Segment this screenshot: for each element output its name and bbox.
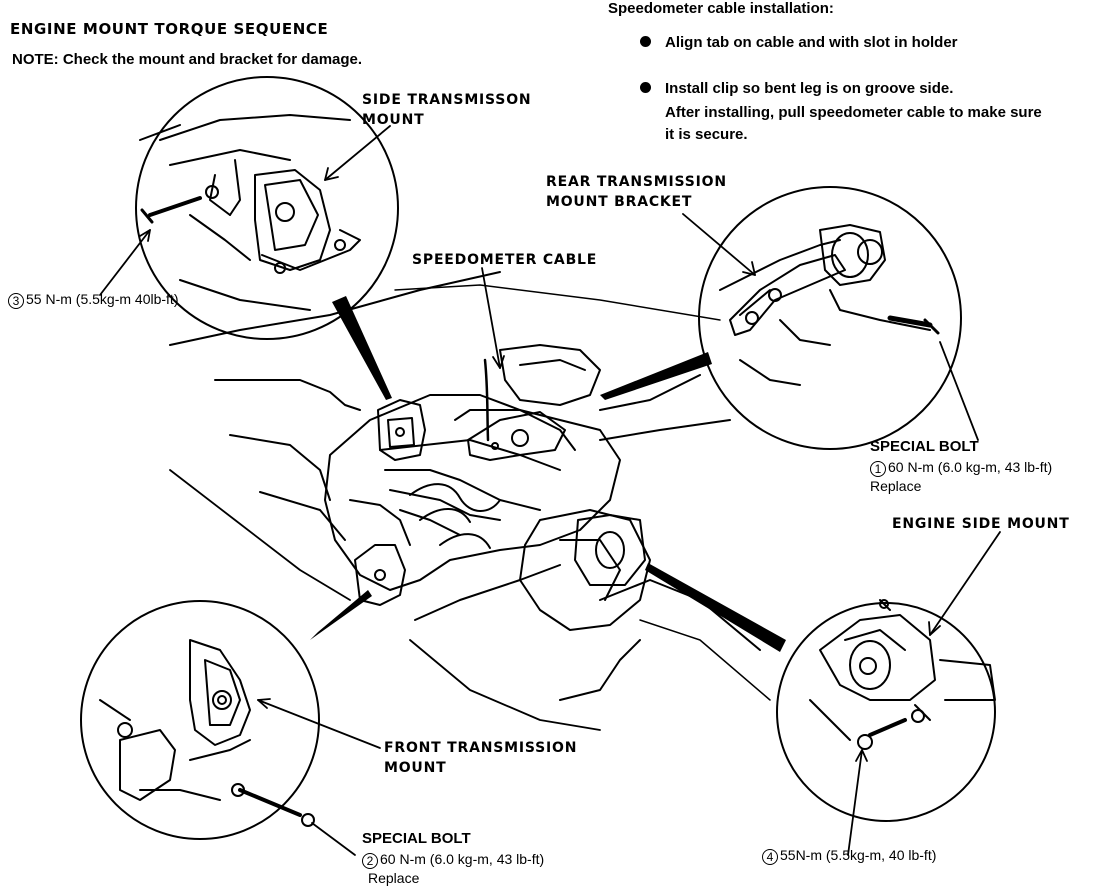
torque-value: 55N-m (5.5kg-m, 40 lb-ft): [780, 847, 937, 863]
step-number-badge: 3: [8, 293, 24, 309]
leader-lines: [99, 125, 1001, 856]
bullet-icon: [640, 36, 651, 47]
label-line: SIDE TRANSMISSON: [362, 92, 532, 108]
replace-note: Replace: [368, 870, 420, 886]
step-number-badge: 1: [870, 461, 886, 477]
rear-bracket-detail: [698, 186, 962, 450]
speedometer-cable-label: SPEEDOMETER CABLE: [412, 252, 598, 268]
installation-step: Align tab on cable and with slot in hold…: [640, 34, 958, 51]
side-transmission-mount-label: SIDE TRANSMISSON MOUNT: [362, 90, 531, 130]
engine-side-mount-label: ENGINE SIDE MOUNT: [892, 516, 1070, 532]
damage-note: NOTE: Check the mount and bracket for da…: [12, 51, 363, 68]
installation-step-continuation: After installing, pull speedometer cable…: [665, 104, 1042, 121]
page-title: ENGINE MOUNT TORQUE SEQUENCE: [10, 20, 329, 38]
label-line: MOUNT: [384, 760, 447, 776]
bullet-icon: [640, 82, 651, 93]
step-number-badge: 2: [362, 853, 378, 869]
callout-connectors: [310, 296, 786, 652]
installation-step-continuation: it is secure.: [665, 126, 748, 143]
label-line: MOUNT: [362, 112, 425, 128]
label-line: REAR TRANSMISSION: [546, 174, 727, 190]
side-mount-detail: [135, 76, 399, 340]
torque-value: 60 N-m (6.0 kg-m, 43 lb-ft): [888, 459, 1053, 475]
front-mount-detail: [80, 600, 320, 840]
special-bolt-heading: SPECIAL BOLT: [362, 830, 471, 847]
torque-value: 60 N-m (6.0 kg-m, 43 lb-ft): [380, 851, 545, 867]
installation-step: Install clip so bent leg is on groove si…: [640, 80, 953, 97]
special-bolt-heading: SPECIAL BOLT: [870, 438, 979, 455]
label-line: MOUNT BRACKET: [546, 194, 693, 210]
engine-assembly-drawing: [169, 271, 771, 731]
replace-note: Replace: [870, 478, 922, 494]
torque-value: 55 N-m (5.5kg-m 40lb-ft): [26, 291, 179, 307]
installation-heading: Speedometer cable installation:: [608, 0, 834, 17]
front-transmission-mount-label: FRONT TRANSMISSION MOUNT: [384, 738, 577, 778]
label-line: FRONT TRANSMISSION: [384, 740, 578, 756]
engine-side-mount-detail: [776, 599, 996, 822]
rear-transmission-mount-bracket-label: REAR TRANSMISSION MOUNT BRACKET: [546, 172, 727, 212]
installation-step-text: Align tab on cable and with slot in hold…: [665, 34, 958, 51]
step-number-badge: 4: [762, 849, 778, 865]
installation-step-text: Install clip so bent leg is on groove si…: [665, 80, 954, 97]
